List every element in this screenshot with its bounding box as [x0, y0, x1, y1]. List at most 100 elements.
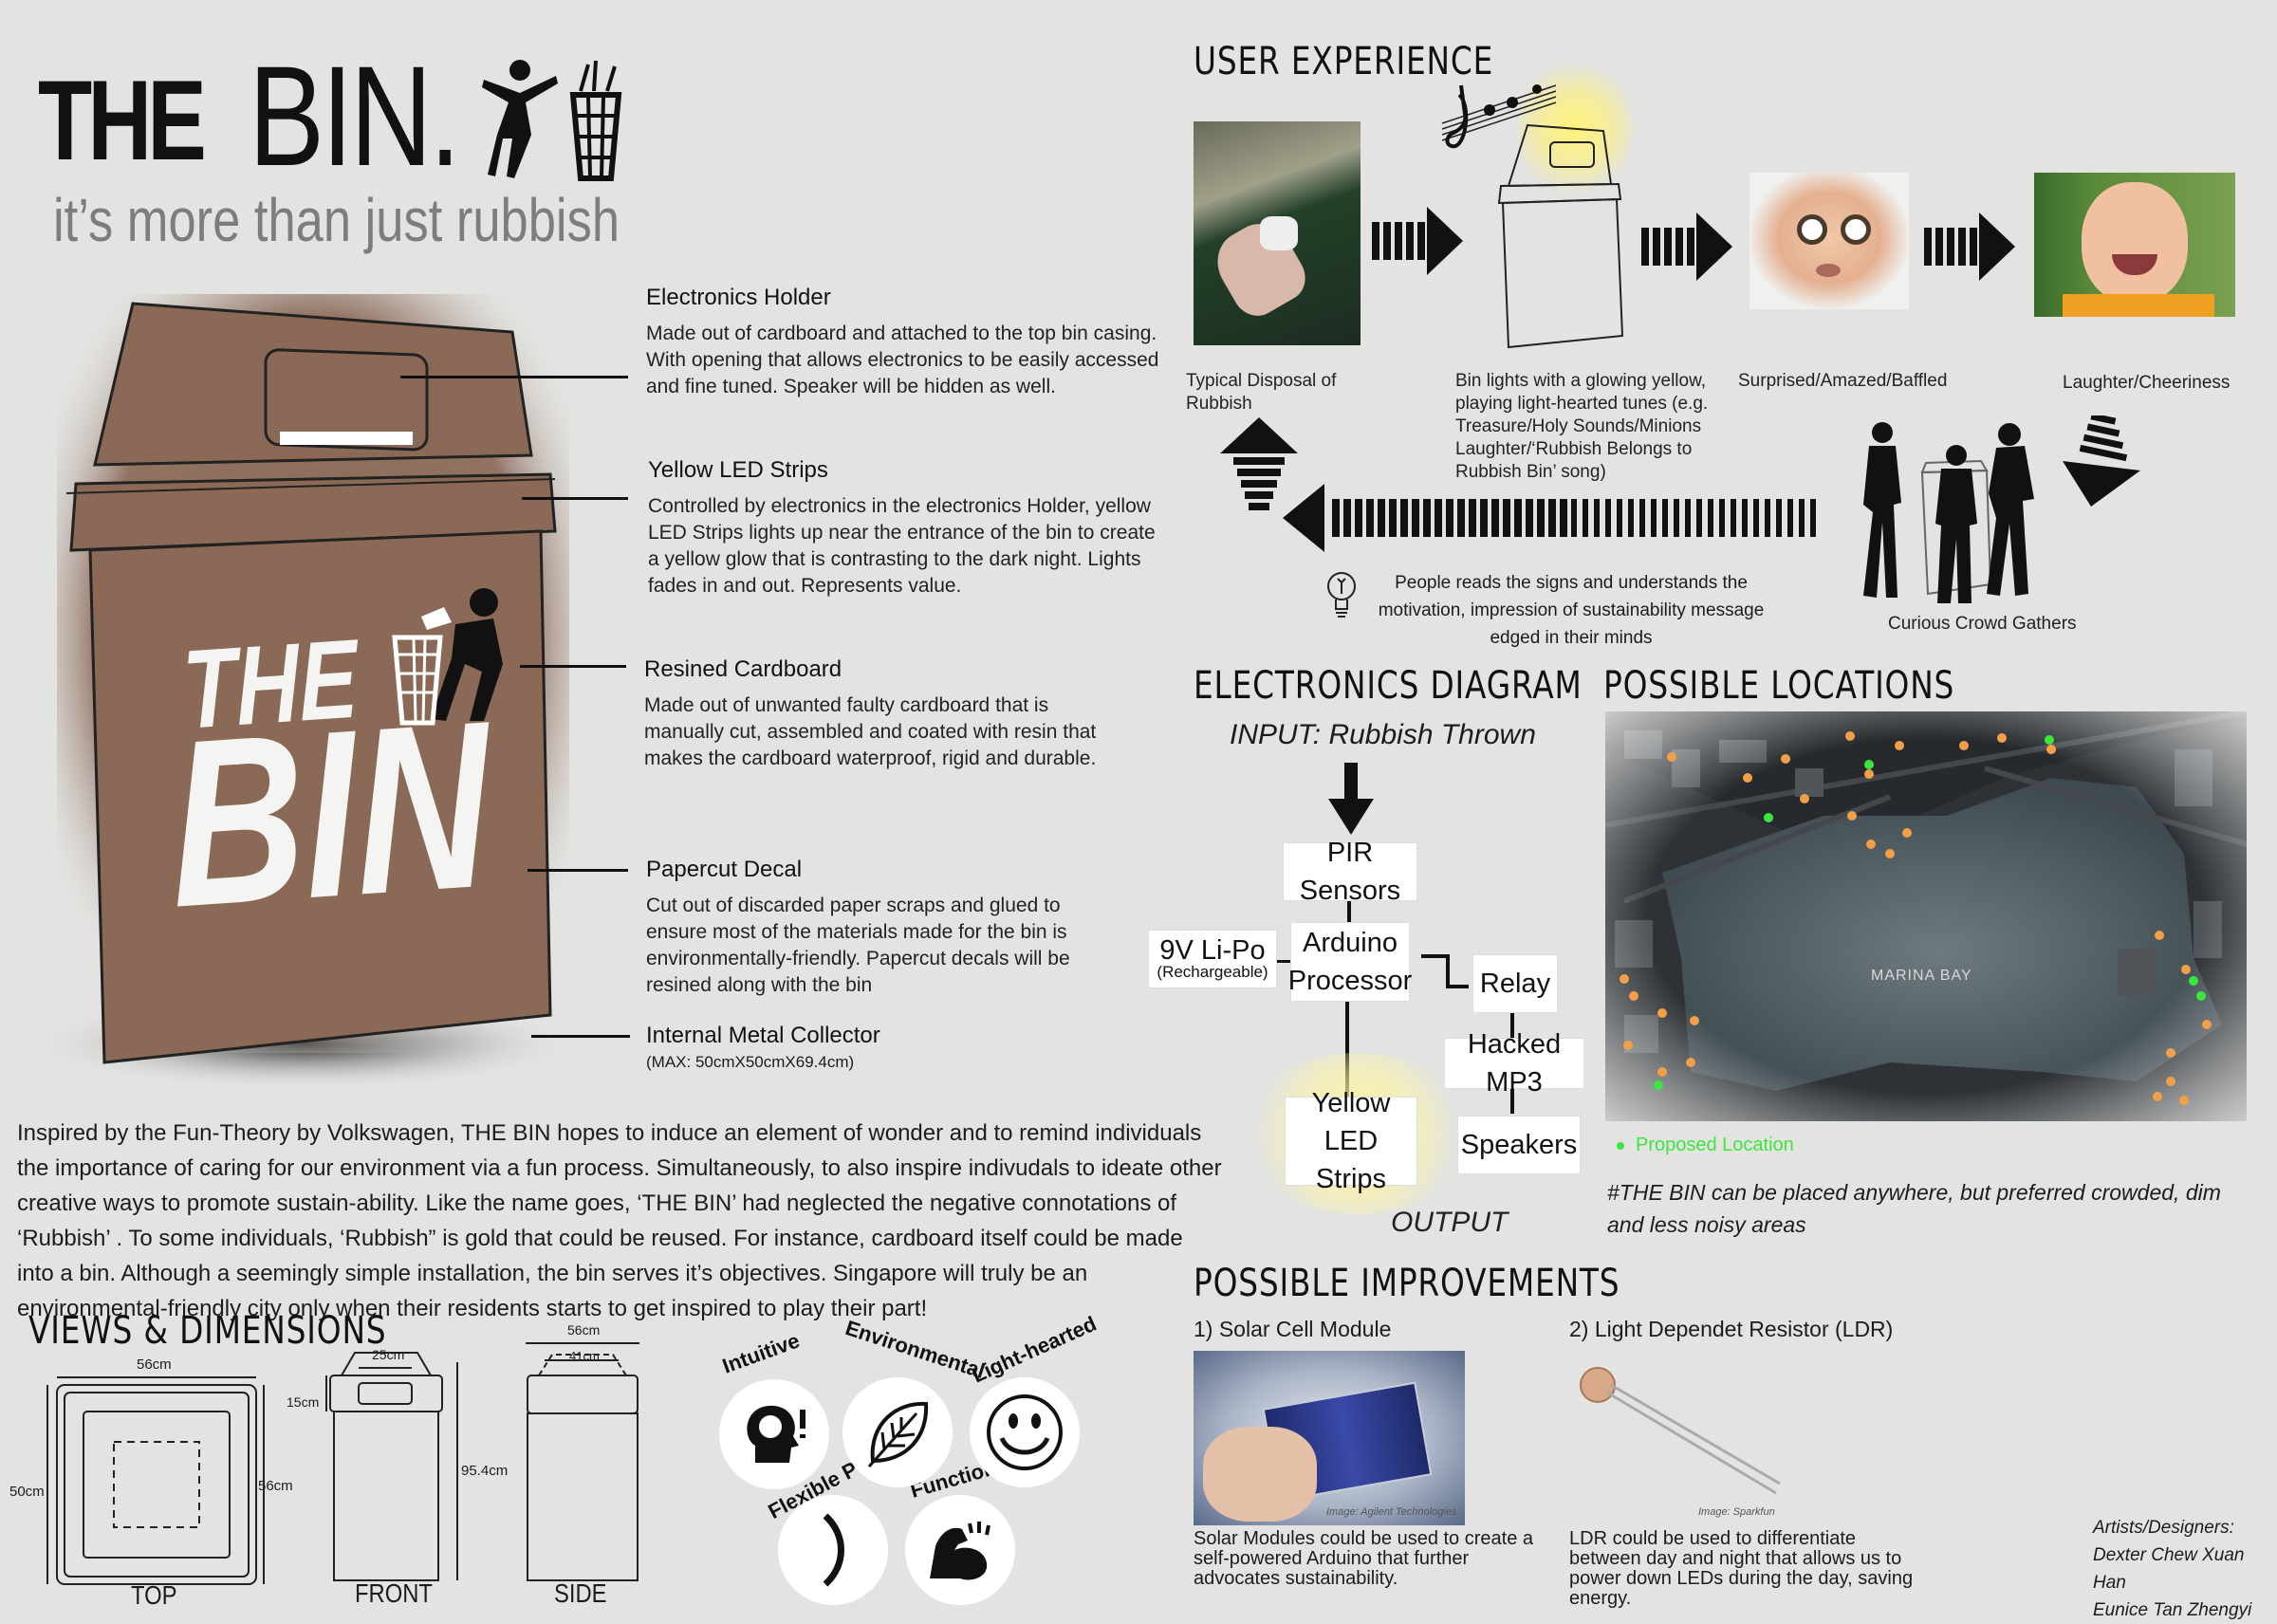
arrow-stripe	[1662, 499, 1668, 537]
top-view-label: TOP	[131, 1580, 177, 1610]
location-marker	[1997, 733, 2007, 743]
child-shirt	[2063, 294, 2214, 317]
arrow-stripe	[1787, 499, 1793, 537]
improvement-title-ldr: 2) Light Dependet Resistor (LDR)	[1569, 1317, 1894, 1341]
solar-credit: Image: Agilent Technologies	[1326, 1506, 1457, 1518]
arrow-stripe	[1799, 499, 1805, 537]
electronics-input: INPUT: Rubbish Thrown	[1230, 719, 1536, 750]
side-outer-dim: 56cm	[567, 1322, 601, 1338]
smiley-icon	[987, 1394, 1063, 1470]
location-marker	[2166, 1077, 2175, 1086]
ldr-credit: Image: Sparkfun	[1698, 1506, 1775, 1518]
arrow-stripe	[1719, 499, 1725, 537]
rubbish-shape	[1260, 216, 1298, 250]
eye-left	[1797, 214, 1827, 245]
location-marker	[2046, 745, 2056, 754]
front-view-drawing	[325, 1352, 458, 1581]
improvement-body-ldr: LDR could be used to differentiate betwe…	[1569, 1528, 1914, 1609]
arrow-stripe	[1514, 499, 1522, 537]
badges-cluster: Intuitive Environmental Light-hearted Fl…	[702, 1312, 1110, 1610]
arrow-stripe	[1605, 499, 1611, 537]
arrow-stripe	[1810, 499, 1816, 537]
bin-decal-bin: BIN	[165, 671, 495, 957]
speakers-box: Speakers	[1457, 1116, 1581, 1174]
proposed-location-marker	[1654, 1080, 1663, 1090]
location-marker	[1959, 741, 1969, 750]
location-marker	[1657, 1067, 1667, 1077]
proposed-location-marker	[2189, 976, 2198, 986]
component-title: Resined Cardboard	[644, 656, 842, 682]
badge-environmental	[842, 1377, 953, 1487]
top-depth-dim: 56cm	[258, 1478, 293, 1494]
component-body: Cut out of discarded paper scraps and gl…	[646, 895, 1070, 996]
arrow-stripe	[1469, 499, 1476, 537]
lightbulb-icon	[1327, 572, 1356, 618]
arrow-stripe	[1423, 499, 1431, 537]
location-marker	[1686, 1058, 1695, 1067]
view-front: 25cm 15cm 95.4cm FRONT	[285, 1328, 512, 1610]
badge-light-hearted	[970, 1377, 1080, 1487]
view-top: 56cm 50cm 56cm TOP	[9, 1356, 294, 1610]
step-glowing-bin	[1433, 57, 1651, 351]
locations-heading: POSSIBLE LOCATIONS	[1603, 664, 1955, 708]
arrow-right-icon	[1924, 212, 2015, 281]
component-yellow-led: Yellow LED Strips Controlled by electron…	[648, 457, 1160, 600]
badge-label-light-hearted: Light-hearted	[968, 1311, 1101, 1388]
relay-box: Relay	[1472, 954, 1558, 1013]
front-lid-dim: 15cm	[287, 1394, 320, 1410]
location-marker	[1885, 849, 1895, 858]
arrow-stripe	[1491, 499, 1499, 537]
location-marker	[1667, 752, 1676, 762]
component-resined-cardboard: Resined Cardboard Made out of unwanted f…	[644, 656, 1100, 772]
badge-label-environmental: Environmental	[842, 1316, 989, 1384]
component-title: Internal Metal Collector	[646, 1023, 880, 1048]
component-metal-collector: Internal Metal Collector (MAX: 50cmX50cm…	[646, 1023, 1101, 1072]
location-marker	[1864, 769, 1874, 779]
arrow-stripe	[1742, 499, 1748, 537]
leader-line-decal	[528, 869, 628, 872]
bracket-icon	[823, 1513, 844, 1587]
credits: Artists/Designers: Dexter Chew Xuan Han …	[2093, 1514, 2277, 1624]
step-photo-surprised	[1749, 173, 1909, 309]
arrow-stripe	[1378, 499, 1385, 537]
arrow-stripe	[1389, 499, 1397, 537]
view-side: 56cm 41cm SIDE	[512, 1319, 664, 1610]
arrow-left-long-icon	[1283, 484, 1816, 552]
arrow-stripe	[1503, 499, 1510, 537]
credits-label: Artists/Designers:	[2093, 1518, 2234, 1538]
component-body: Made out of unwanted faulty cardboard th…	[644, 694, 1097, 769]
title-block: THE BIN. it’s more than just rubbish	[38, 36, 645, 266]
views-heading: VIEWS & DIMENSIONS	[28, 1309, 387, 1353]
legend-dot	[1617, 1142, 1624, 1150]
arrow-stripe	[1765, 499, 1770, 537]
battery-box: 9V Li-Po (Rechargeable)	[1148, 930, 1277, 988]
arrow-stripe	[1571, 499, 1577, 537]
leaf-icon	[867, 1401, 929, 1467]
location-marker	[1623, 1041, 1633, 1050]
arrow-stripe	[1651, 499, 1657, 537]
arrow-stripe	[1537, 499, 1545, 537]
arrow-stripe	[1355, 499, 1362, 537]
side-inner-dim: 41cm	[569, 1349, 600, 1363]
led-box: Yellow LED Strips	[1285, 1088, 1417, 1194]
arrow-stripe	[1776, 499, 1782, 537]
location-marker	[1902, 828, 1912, 838]
location-marker	[1800, 794, 1809, 803]
mp3-box: Hacked MP3	[1444, 1029, 1584, 1098]
location-marker	[1629, 991, 1638, 1001]
arrow-stripe	[1435, 499, 1442, 537]
child-face	[2082, 182, 2188, 304]
step-caption-laughter: Laughter/Cheeriness	[2063, 373, 2231, 393]
wire-arduino-relay-h	[1421, 954, 1448, 958]
arrow-stripe	[1457, 499, 1465, 537]
proposed-location-marker	[2045, 735, 2054, 745]
wire-pir-arduino	[1347, 899, 1351, 924]
location-marker	[1895, 741, 1904, 750]
location-map: MARINA BAY	[1605, 711, 2247, 1121]
wire-mp3-speakers	[1510, 1087, 1514, 1114]
wire-battery-arduino	[1277, 960, 1290, 963]
child-smile	[2112, 254, 2157, 275]
location-marker	[1781, 754, 1790, 764]
step-photo-disposal	[1194, 121, 1361, 345]
music-notes-icon	[1441, 84, 1557, 149]
